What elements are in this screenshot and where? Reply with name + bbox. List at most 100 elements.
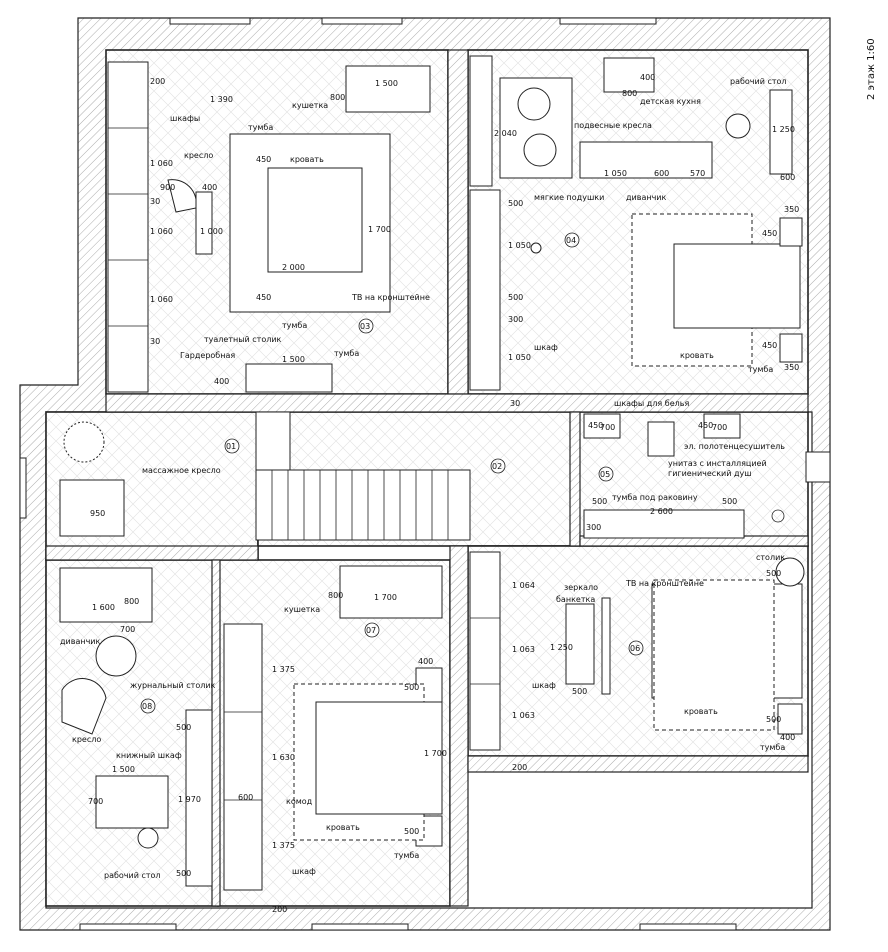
dim-r04-800: 800	[622, 89, 637, 98]
room-07-furniture	[223, 565, 443, 891]
sheet-title: 2 этаж 1:60	[842, 30, 877, 100]
label-bed-r06: кровать	[684, 707, 718, 716]
label-wardrobes: шкафы	[170, 114, 200, 123]
dim-r03-400b: 400	[214, 377, 229, 386]
label-hanging-chairs: подвесные кресла	[574, 121, 652, 130]
dim-r05-300: 300	[586, 523, 601, 532]
dim-r04-600b: 600	[780, 173, 795, 182]
room-number-04: 04	[566, 236, 576, 245]
dim-r07-1700: 1 700	[374, 593, 397, 602]
label-bench: банкетка	[556, 595, 595, 604]
interior-walls	[45, 49, 809, 907]
dim-r05-450b: 450	[698, 421, 713, 430]
label-armchair-r03: кресло	[184, 151, 213, 160]
dim-r06-500c: 500	[766, 715, 781, 724]
label-dressing-room: Гардеробная	[180, 351, 235, 360]
label-toilet: унитаз с инсталляцией	[668, 459, 767, 468]
label-armchair-r08: кресло	[72, 735, 101, 744]
dim-r06-200: 200	[512, 763, 527, 772]
dim-r07-600: 600	[238, 793, 253, 802]
label-nightstand-r04: тумба	[748, 365, 773, 374]
label-tv-r06: ТВ на кронштейне	[625, 579, 704, 588]
room-number-01: 01	[226, 442, 236, 451]
dim-r08-1970: 1 970	[178, 795, 201, 804]
label-side-table: столик	[756, 553, 785, 562]
dim-r04-1050b: 1 050	[508, 241, 531, 250]
room-number-06: 06	[630, 644, 640, 653]
dim-r03-1000: 1 000	[200, 227, 223, 236]
dim-r08-700: 700	[120, 625, 135, 634]
label-nightstand-r03a: тумба	[248, 123, 273, 132]
dim-r07-500a: 500	[404, 683, 419, 692]
room-number-05: 05	[600, 470, 610, 479]
dim-r07-1700b: 1 700	[424, 749, 447, 758]
dim-r07-1375b: 1 375	[272, 841, 295, 850]
room-08-furniture	[59, 567, 213, 887]
dim-r04-1050c: 1 050	[508, 353, 531, 362]
dim-r05-700b: 700	[712, 423, 727, 432]
label-sofa-r04: диванчик	[626, 193, 667, 202]
room-number-03: 03	[360, 322, 370, 331]
dim-r06-500b: 500	[766, 569, 781, 578]
room-number-07: 07	[366, 626, 376, 635]
dim-r03-450a: 450	[256, 155, 271, 164]
label-nightstand-r06: тумба	[760, 743, 785, 752]
dim-r03-1500b: 1 500	[282, 355, 305, 364]
label-cabinet-r06: шкаф	[532, 681, 556, 690]
dim-r03-1060a: 1 060	[150, 159, 173, 168]
label-nightstand-r07: тумба	[394, 851, 419, 860]
dim-r07-400: 400	[418, 657, 433, 666]
label-work-desk-r08: рабочий стол	[104, 871, 161, 880]
stairs	[255, 411, 471, 541]
sheet-title-text: 2 этаж 1:60	[866, 38, 877, 100]
dim-r06-1250: 1 250	[550, 643, 573, 652]
dim-r03-couch-len: 1 500	[375, 79, 398, 88]
dim-r08-700b: 700	[88, 797, 103, 806]
label-massage-chair: массажное кресло	[142, 466, 221, 475]
dim-r04-570: 570	[690, 169, 705, 178]
dim-r03-1700: 1 700	[368, 225, 391, 234]
dim-r07-200: 200	[272, 905, 287, 914]
room-03-furniture	[107, 61, 431, 393]
dim-r04-2040: 2 040	[494, 129, 517, 138]
dim-r03-1060c: 1 060	[150, 295, 173, 304]
label-linen-cabinets: шкафы для белья	[614, 399, 689, 408]
dim-r08-850: 800	[124, 597, 139, 606]
label-sink-stand: тумба под раковину	[612, 493, 698, 502]
label-coffee-table: журнальный столик	[130, 681, 216, 690]
windows	[19, 17, 831, 931]
dim-r05-500b: 500	[722, 497, 737, 506]
dim-r03-30a: 30	[150, 197, 160, 206]
label-hygienic-shower: гигиенический душ	[668, 469, 752, 478]
dim-r08-1600: 1 600	[92, 603, 115, 612]
dim-r06-500: 500	[572, 687, 587, 696]
dim-r03-900: 900	[160, 183, 175, 192]
label-nightstand-r03c: тумба	[334, 349, 359, 358]
dim-r04-400: 400	[640, 73, 655, 82]
label-towel-dryer: эл. полотенцесушитель	[684, 442, 785, 451]
dim-r07-1630: 1 630	[272, 753, 295, 762]
dim-r05-700a: 700	[600, 423, 615, 432]
dim-r04-500: 500	[508, 199, 523, 208]
room-number-08: 08	[142, 702, 152, 711]
dim-r03-1390: 1 390	[210, 95, 233, 104]
dim-r06-1064: 1 064	[512, 581, 535, 590]
dim-r04-500b: 500	[508, 293, 523, 302]
label-dresser: комод	[286, 797, 313, 806]
dim-r04-1250: 1 250	[772, 125, 795, 134]
dim-r06-1063a: 1 063	[512, 645, 535, 654]
dim-r03-30b: 30	[150, 337, 160, 346]
label-bookcase: книжный шкаф	[116, 751, 182, 760]
room-number-02: 02	[492, 462, 502, 471]
label-cabinet-r07: шкаф	[292, 867, 316, 876]
dim-r07-1375a: 1 375	[272, 665, 295, 674]
label-tv-r03: ТВ на кронштейне	[351, 293, 430, 302]
room-01-furniture	[59, 421, 125, 537]
label-nightstand-r03b: тумба	[282, 321, 307, 330]
label-sofa-r08: диванчик	[60, 637, 101, 646]
dim-r04-600: 600	[654, 169, 669, 178]
dim-r04-450b: 450	[762, 341, 777, 350]
label-bed-r04: кровать	[680, 351, 714, 360]
dim-r06-1063b: 1 063	[512, 711, 535, 720]
label-soft-pillows: мягкие подушки	[534, 193, 604, 202]
